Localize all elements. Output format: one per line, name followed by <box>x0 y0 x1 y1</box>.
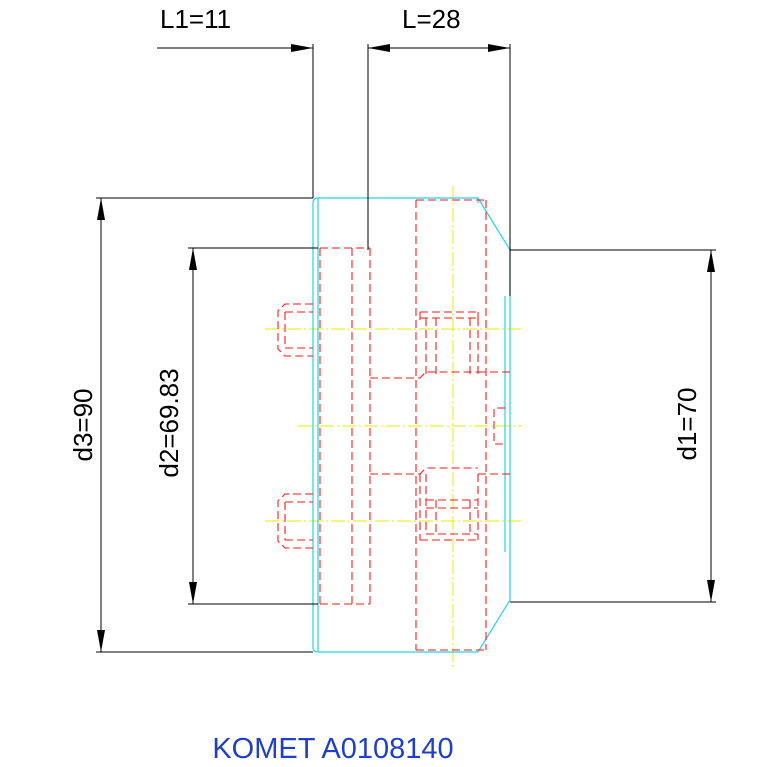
dim-d2-arrow-bottom <box>189 582 197 604</box>
center-lines <box>265 186 522 668</box>
dim-L1-label: L1=11 <box>160 4 231 34</box>
dim-d3-arrow-top <box>97 198 105 220</box>
part-body <box>312 197 511 653</box>
dimension-lines <box>96 44 716 653</box>
dim-d3-arrow-bottom <box>97 630 105 652</box>
dim-d2-label: d2=69.83 <box>154 368 184 477</box>
hidden-features <box>277 199 510 651</box>
dim-L-arrow-left <box>368 44 390 52</box>
dim-d1-label: d1=70 <box>672 387 702 460</box>
dim-d1-arrow-top <box>707 250 715 272</box>
part-label: KOMET A0108140 <box>212 733 453 765</box>
dim-d2-arrow-top <box>189 248 197 270</box>
dim-L1-arrow <box>291 44 313 52</box>
dim-d3-label: d3=90 <box>68 388 98 461</box>
dim-L-arrow-right <box>488 44 510 52</box>
dim-L-label: L=28 <box>402 4 461 34</box>
dimension-labels: L1=11 L=28 d3=90 d2=69.83 d1=70 <box>68 4 702 478</box>
dim-d1-arrow-bottom <box>707 580 715 602</box>
body-outer-outline <box>312 197 511 653</box>
